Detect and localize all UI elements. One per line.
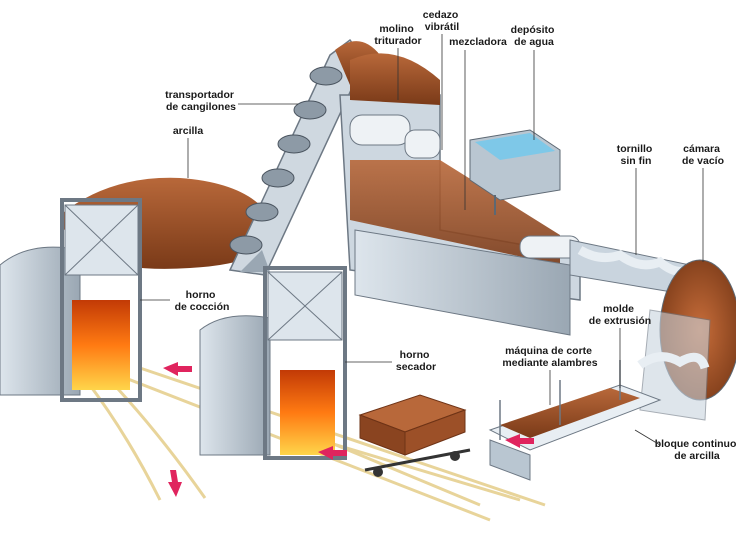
extrusion-line (488, 360, 662, 481)
processing-assembly (339, 53, 581, 336)
bucket-conveyor (228, 38, 380, 276)
arrow-cutter (505, 434, 534, 448)
drying-oven (199, 266, 347, 460)
labels: molino triturador cedazo vibrátil mezcla… (140, 9, 736, 462)
arrow-exit (168, 470, 182, 497)
flow-arrows (163, 362, 534, 497)
label-mezcladora: mezcladora (449, 36, 507, 48)
screw-extruder (569, 239, 736, 421)
label-molino: molino triturador (374, 23, 421, 47)
cooking-kiln (0, 198, 142, 402)
arrow-to-kiln (163, 362, 192, 376)
arrow-to-dryer (318, 446, 347, 460)
label-camara: cámara de vacío (682, 143, 724, 167)
label-cedazo: cedazo vibrátil (423, 9, 462, 33)
water-tank (469, 129, 561, 215)
label-molde: molde de extrusión (589, 303, 651, 327)
label-tornillo: tornillo sin fin (617, 143, 656, 167)
label-horno-coccion: horno de cocción (175, 289, 230, 313)
label-maquina-corte: máquina de corte mediante alambres (502, 345, 597, 369)
label-arcilla: arcilla (173, 125, 204, 137)
label-deposito: depósito de agua (511, 24, 558, 48)
label-bloque: bloque continuo de arcilla (655, 438, 736, 462)
label-transportador: transportador de cangilones (165, 89, 237, 113)
brick-cart (358, 394, 471, 477)
label-horno-secador: horno secador (396, 349, 436, 373)
